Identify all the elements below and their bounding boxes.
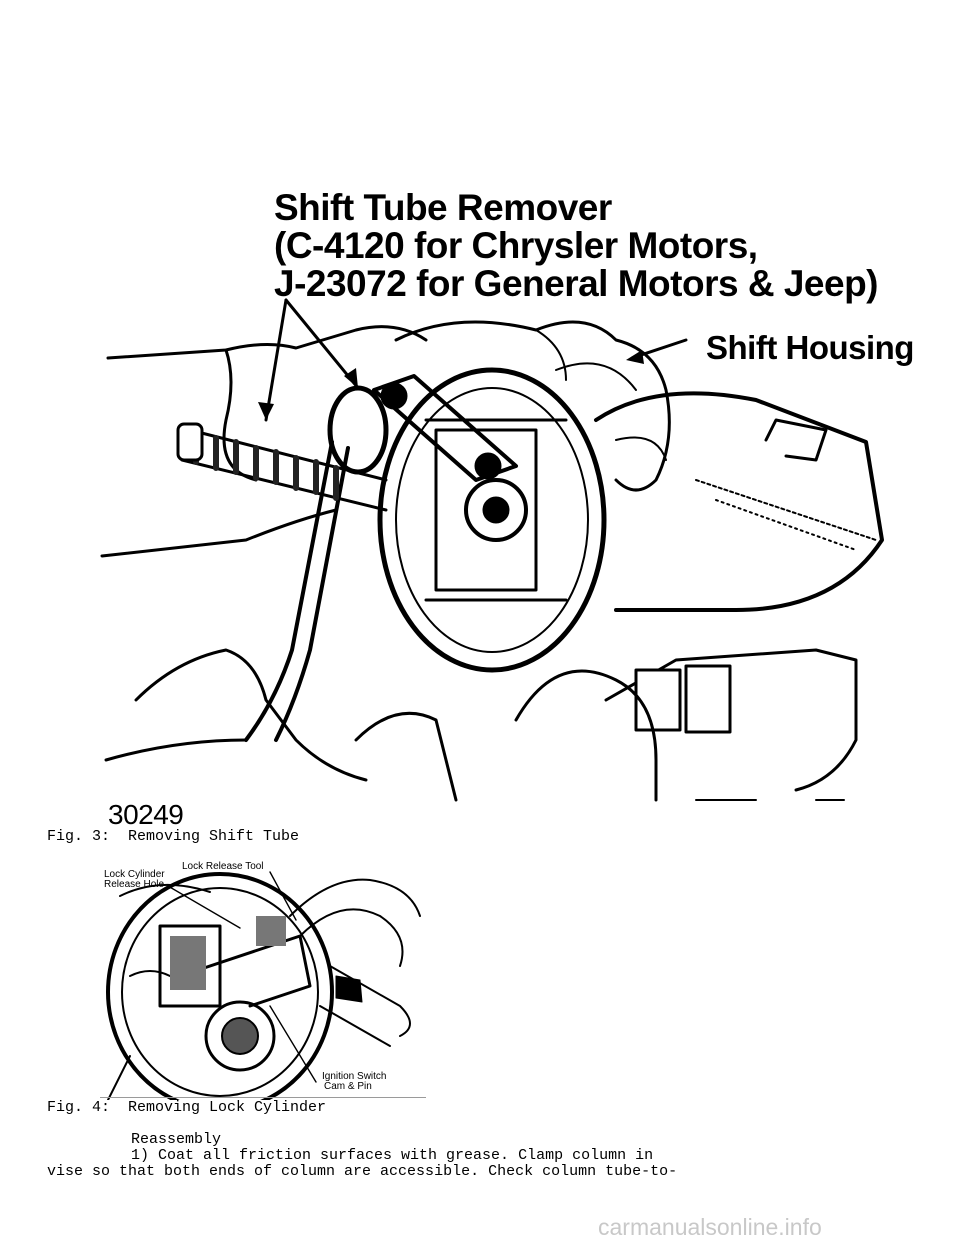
- body-line-2: vise so that both ends of column are acc…: [47, 1163, 678, 1180]
- figure-3-label-title-line3: J-23072 for General Motors & Jeep): [274, 263, 879, 304]
- figure-4-label-release-hole-line2: Release Hole: [104, 879, 165, 890]
- shift-tube-remover-drawing: [100, 298, 884, 802]
- figure-3-illustration: [96, 180, 904, 810]
- figure-4-illustration: [100, 856, 426, 1112]
- body-line-1: 1) Coat all friction surfaces with greas…: [131, 1147, 654, 1164]
- section-heading: Reassembly: [131, 1131, 222, 1148]
- figure-3-caption: Fig. 3: Removing Shift Tube: [47, 828, 300, 845]
- figure-4-label-switch-line2: Cam & Pin: [324, 1081, 372, 1092]
- figure-4-label-switch-line1: Ignition Switch: [322, 1071, 387, 1082]
- watermark-text: carmanualsonline.info: [598, 1214, 822, 1240]
- figure-3-label-title-line2: (C-4120 for Chrysler Motors,: [274, 225, 758, 266]
- figure-4-caption: Fig. 4: Removing Lock Cylinder: [47, 1099, 327, 1116]
- lock-cylinder-drawing: [106, 871, 421, 1112]
- figure-4-divider: [100, 1097, 426, 1098]
- figure-3-number: 30249: [108, 799, 184, 830]
- figure-4-label-tool: Lock Release Tool: [182, 861, 264, 872]
- figure-3-label-title-line1: Shift Tube Remover: [274, 187, 612, 228]
- figure-3-label-housing: Shift Housing: [706, 329, 914, 366]
- figure-4-label-release-hole-line1: Lock Cylinder: [104, 869, 165, 880]
